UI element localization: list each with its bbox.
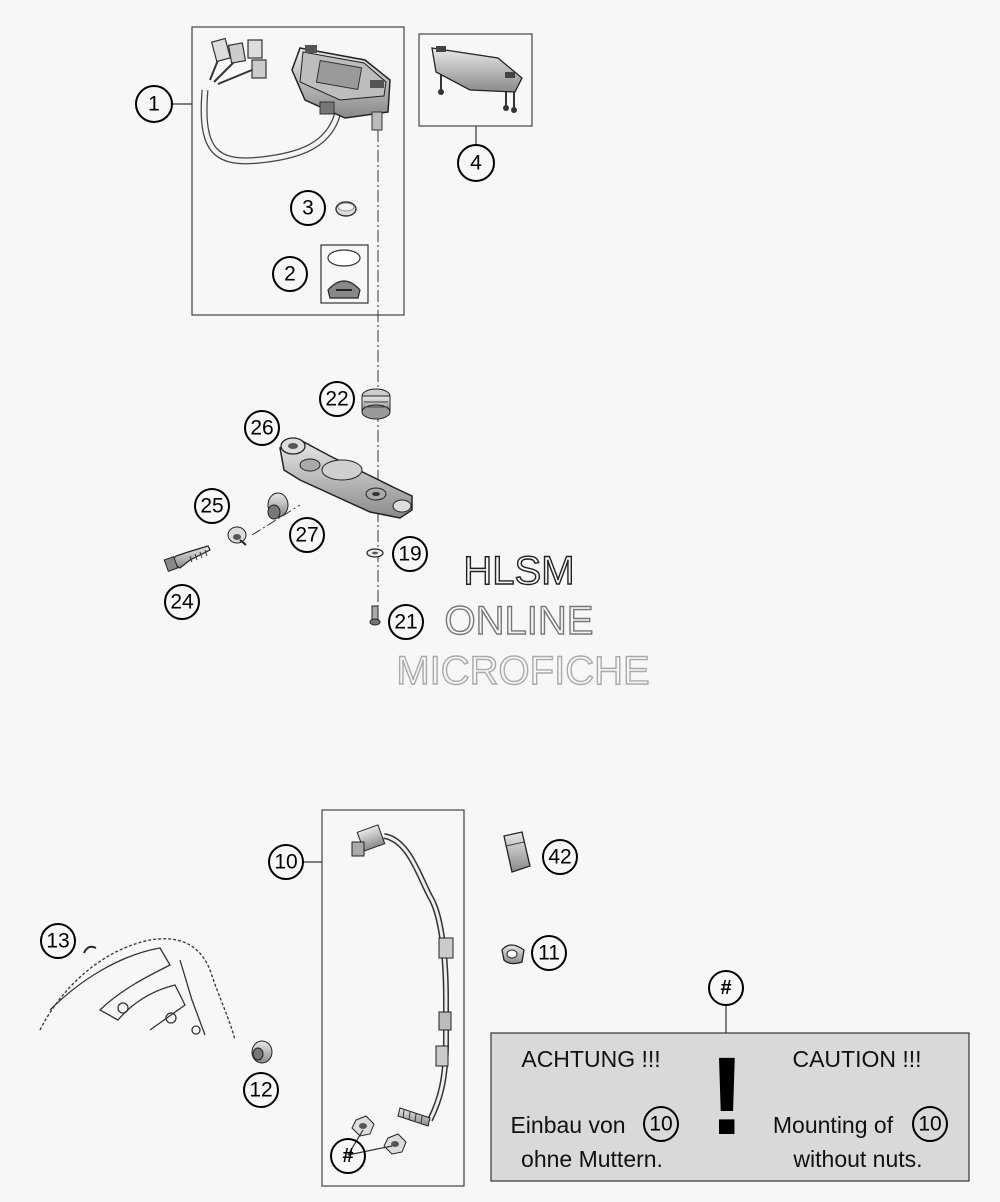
collar-washer: [227, 526, 247, 546]
callout-24: 24: [164, 584, 200, 620]
watermark-line-2: ONLINE: [445, 599, 594, 643]
caution-note-box: [490, 1032, 970, 1182]
svg-text:11: 11: [538, 942, 560, 965]
callout-19: 19: [392, 536, 428, 572]
svg-text:42: 42: [548, 846, 571, 869]
group-box-speed-sensor: [321, 809, 465, 1187]
group-box-speedometer: [191, 26, 405, 316]
svg-text:12: 12: [249, 1079, 272, 1102]
callout-26: 26: [244, 410, 280, 446]
leader-lines: [172, 103, 477, 1156]
svg-text:26: 26: [250, 417, 273, 440]
brake-disc-guard: [39, 938, 236, 1041]
speedometer-unit: [291, 45, 391, 131]
svg-text:4: 4: [470, 152, 482, 175]
speedometer-wire-harness: [200, 37, 342, 165]
callout-42: 42: [542, 839, 578, 875]
callout-hash-nuts: #: [330, 1138, 366, 1174]
assembly-axis-line-side: [251, 504, 301, 536]
svg-text:10: 10: [649, 1113, 672, 1136]
speed-sensor-cable: [351, 824, 454, 1127]
callout-27: 27: [289, 517, 325, 553]
callout-25: 25: [194, 488, 230, 524]
note-ref-en: 10: [912, 1106, 948, 1142]
note-line1-de: Einbau von: [510, 1112, 625, 1138]
note-title-en: CAUTION !!!: [792, 1046, 921, 1072]
rubber-bushing-top: [361, 388, 391, 420]
svg-text:#: #: [342, 1145, 353, 1167]
svg-text:10: 10: [274, 851, 297, 874]
battery-holder-set: [320, 244, 369, 304]
callout-11: 11: [531, 935, 567, 971]
screw-21: [369, 605, 381, 626]
callout-2: 2: [272, 256, 308, 292]
callout-hash-note: #: [708, 970, 744, 1006]
callout-21: 21: [388, 604, 424, 640]
cable-clip-42: [503, 831, 531, 873]
speedometer-bracket: [279, 437, 413, 519]
callout-3: 3: [290, 190, 326, 226]
svg-text:27: 27: [295, 524, 318, 547]
callout-1: 1: [135, 85, 173, 123]
cable-clamp-11: [501, 944, 525, 965]
svg-text:1: 1: [148, 93, 160, 116]
svg-text:13: 13: [46, 930, 69, 953]
svg-text:19: 19: [398, 543, 421, 566]
cover-cap: [335, 201, 357, 217]
svg-text:3: 3: [302, 197, 314, 220]
callout-4: 4: [457, 144, 495, 182]
note-line1-en: Mounting of: [773, 1112, 894, 1138]
note-ref-de: 10: [643, 1106, 679, 1142]
washer-19: [366, 548, 384, 558]
svg-text:21: 21: [394, 611, 417, 634]
watermark-line-3: MICROFICHE: [396, 649, 649, 693]
note-line2-en: without nuts.: [792, 1146, 922, 1172]
callout-22: 22: [319, 381, 355, 417]
note-title-de: ACHTUNG !!!: [521, 1046, 660, 1072]
exclamation-mark: !: [709, 1035, 746, 1158]
svg-text:22: 22: [325, 388, 348, 411]
nuts: [351, 1115, 407, 1155]
svg-text:#: #: [720, 977, 731, 999]
cover-part: [431, 46, 523, 113]
callout-10: 10: [268, 844, 304, 880]
callout-12: 12: [243, 1072, 279, 1108]
svg-text:2: 2: [284, 263, 296, 286]
svg-text:24: 24: [170, 591, 194, 614]
watermark-line-1: HLSM: [463, 549, 574, 593]
svg-text:10: 10: [918, 1113, 941, 1136]
svg-text:25: 25: [200, 495, 223, 518]
bushing-12: [251, 1040, 273, 1064]
note-line2-de: ohne Muttern.: [521, 1146, 663, 1172]
callout-13: 13: [40, 923, 76, 959]
circlip-13: [83, 945, 97, 954]
damper-bushing-side: [267, 492, 289, 520]
bolt-24: [163, 545, 211, 572]
